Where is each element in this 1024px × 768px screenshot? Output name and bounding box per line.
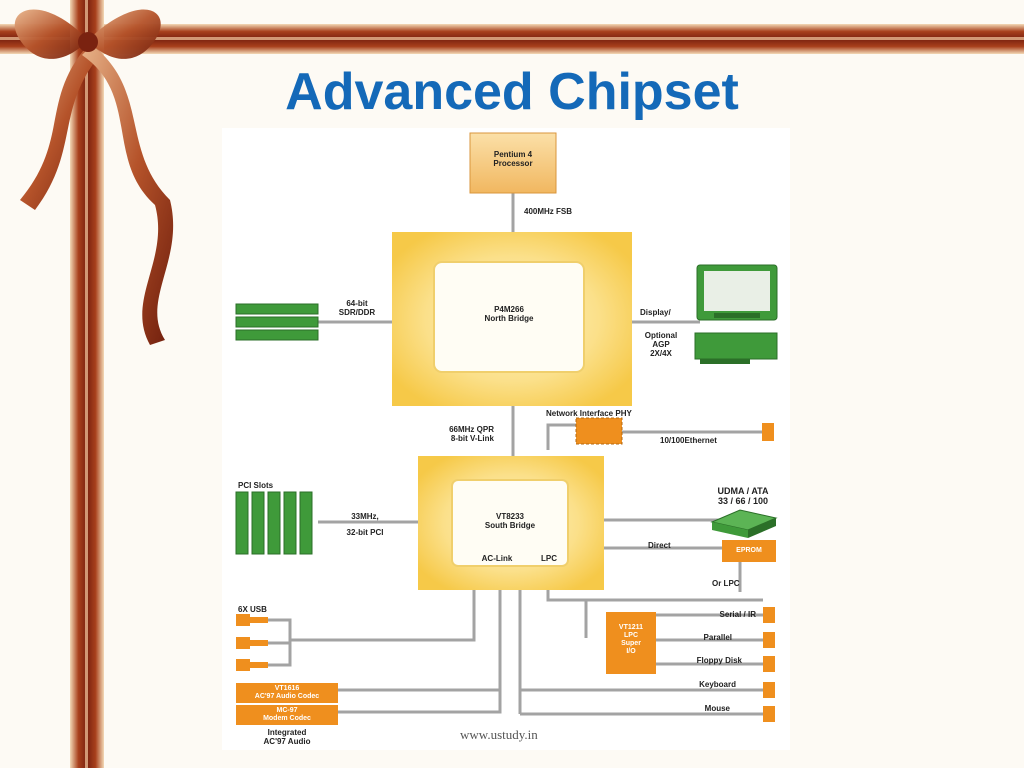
eprom-chip [722, 540, 776, 562]
diagram-panel [222, 128, 790, 750]
network-phy-chip [575, 417, 623, 445]
south-bridge-chip [451, 479, 569, 567]
ethernet-label: 10/100Ethernet [660, 436, 717, 445]
io-port-connectors [763, 607, 775, 722]
or-lpc-label: Or LPC [712, 579, 740, 588]
super-io-chip [606, 612, 656, 674]
lpc-label: LPC [541, 554, 557, 563]
agp-card-icon [694, 332, 778, 364]
memory-modules [235, 303, 319, 341]
ethernet-port [762, 423, 774, 441]
usb-connectors [236, 614, 268, 671]
modem-codec-chip [236, 705, 338, 725]
nic-label: Network Interface PHY [546, 409, 632, 418]
io-port-serial: Serial / IR [719, 610, 756, 619]
north-bridge-chip [433, 261, 585, 373]
hard-drive-icon [710, 509, 778, 538]
pci-slots-icon [235, 491, 313, 555]
audio-codec-chip [236, 683, 338, 703]
io-port-keyboard: Keyboard [699, 680, 736, 689]
cpu-box [469, 132, 557, 194]
footer-url: www.ustudy.in [460, 727, 538, 742]
direct-label: Direct [648, 541, 671, 550]
usb-label: 6X USB [238, 605, 267, 614]
eprom-label: EPROM [736, 547, 762, 554]
ac-link-label: AC-Link [481, 554, 513, 563]
io-port-floppy: Floppy Disk [696, 656, 742, 665]
fsb-label: 400MHz FSB [524, 207, 573, 216]
monitor-icon [696, 264, 778, 321]
pci-bus-label: 33MHz,32-bit PCI [346, 512, 384, 537]
slide-title: Advanced Chipset [285, 63, 739, 121]
pci-title: PCI Slots [238, 481, 274, 490]
io-port-parallel: Parallel [703, 633, 732, 642]
display-label: Display/ [640, 308, 671, 317]
io-port-mouse: Mouse [704, 704, 730, 713]
